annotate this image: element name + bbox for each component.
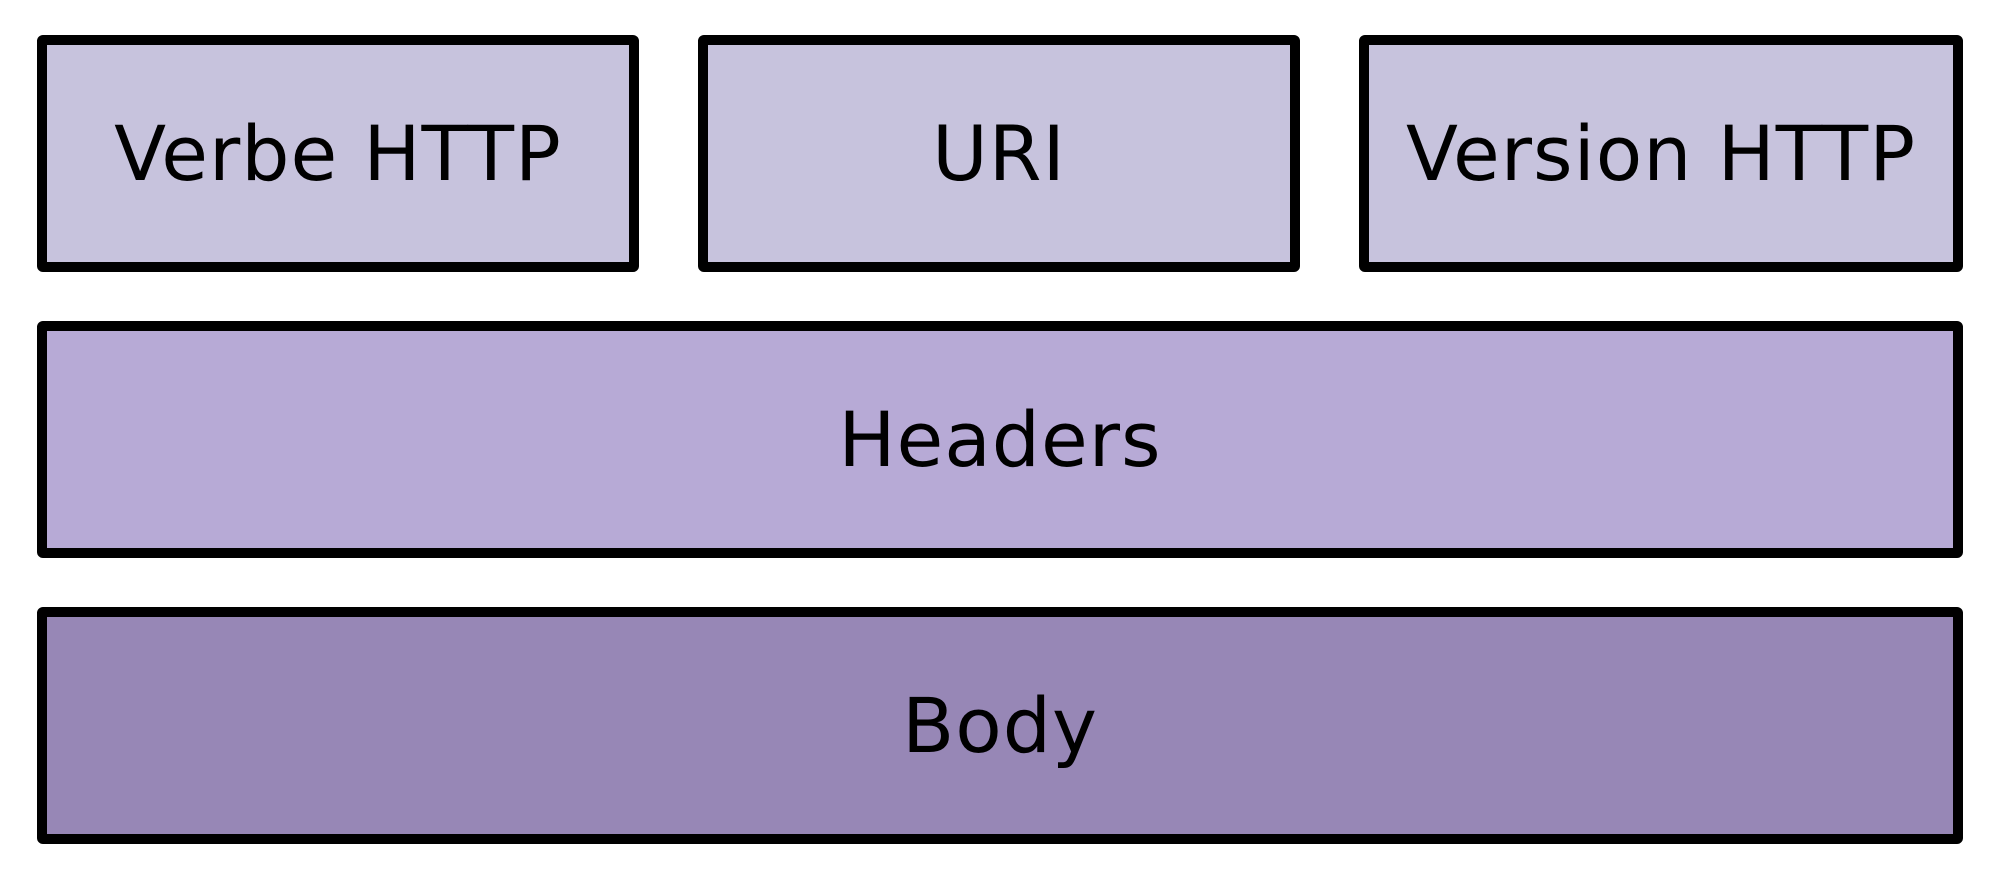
uri-label: URI <box>932 109 1066 198</box>
body-box: Body <box>37 607 1963 844</box>
http-verb-box: Verbe HTTP <box>37 35 639 272</box>
headers-box: Headers <box>37 321 1963 558</box>
uri-box: URI <box>698 35 1300 272</box>
headers-label: Headers <box>838 395 1162 484</box>
http-version-box: Version HTTP <box>1359 35 1963 272</box>
body-label: Body <box>902 681 1098 770</box>
http-verb-label: Verbe HTTP <box>114 109 562 198</box>
http-version-label: Version HTTP <box>1405 109 1917 198</box>
